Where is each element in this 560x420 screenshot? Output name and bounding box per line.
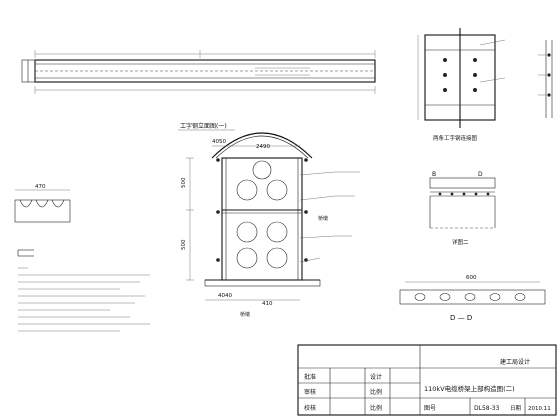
dim-bottom-left: 4040 (218, 293, 232, 299)
tb-date-label: 日期 (510, 405, 522, 412)
label-bridge-bottom: 桥墩 (240, 311, 250, 318)
tray-plan-detail: 470 (14, 184, 71, 257)
cable-lower-1 (236, 221, 258, 243)
detail-b-beam (429, 177, 496, 189)
dim-height-upper: 500 (181, 177, 187, 188)
section-dd-title: D — D (450, 314, 472, 322)
arch-top (211, 132, 313, 159)
tb-row1-role: 批准 (304, 373, 316, 381)
tray-plan (14, 199, 71, 223)
beam-elevation (21, 50, 376, 94)
section-d-marker: D (478, 171, 483, 178)
cable-upper-top (252, 160, 272, 180)
bolt-strip (538, 40, 553, 118)
callout-leaders (299, 171, 360, 263)
section-dd: 600 D — D (399, 275, 546, 322)
beam-end-section (21, 59, 36, 83)
tb-row2-role2: 比例 (370, 388, 382, 396)
main-cross-section (204, 132, 321, 287)
cable-lower-3 (236, 247, 258, 269)
dd-plate (399, 289, 546, 305)
notes-block (18, 267, 150, 332)
dim-bottom-right: 410 (262, 301, 273, 307)
dim-arch-right: 2490 (256, 144, 270, 150)
main-section-dims: 4050 2490 500 500 4040 410 桥墩 桥墩 (181, 139, 328, 318)
cable-upper-left (236, 179, 258, 201)
dim-box-width: 470 (35, 184, 46, 190)
tb-sheet-no: DL58-33 (474, 405, 500, 412)
tb-sheet-label: 图号 (424, 405, 436, 412)
dim-height-lower: 500 (181, 239, 187, 250)
cable-upper-right (266, 179, 288, 201)
ibeam-connection-detail: 两条工字钢连接图 (417, 28, 506, 142)
section-b-label: 详图二 (452, 238, 469, 246)
label-bridge-top: 桥墩 (318, 215, 328, 222)
cable-lower-2 (266, 221, 288, 243)
dim-plan-length: 600 (466, 275, 477, 281)
title-block-frame (297, 344, 557, 416)
title-block: 建工局设计 批准 设计 审核 比例 校核 比例 110kV电缆桥架上部构造图(二… (297, 344, 557, 416)
detail-b: B D 详图二 (429, 171, 496, 246)
cable-frame (221, 157, 303, 281)
detail-elevation-title: 工字钢立面图(一) (180, 122, 227, 130)
two-ibeam-title: 两条工字钢连接图 (433, 134, 478, 142)
tb-row3-role: 校核 (304, 404, 316, 412)
tb-date: 2010.11 (528, 406, 551, 412)
section-b-marker: B (432, 171, 436, 178)
title-company: 建工局设计 (500, 358, 530, 366)
tb-drawing-title: 110kV电缆桥架上部构造图(二) (424, 384, 515, 393)
base-plate (204, 279, 321, 287)
tb-row2-role: 审核 (304, 388, 316, 396)
dim-arch-left: 4050 (212, 139, 226, 145)
tb-row1-role2: 设计 (370, 373, 382, 381)
cable-lower-4 (266, 247, 288, 269)
tb-row3-role2: 比例 (370, 404, 382, 412)
